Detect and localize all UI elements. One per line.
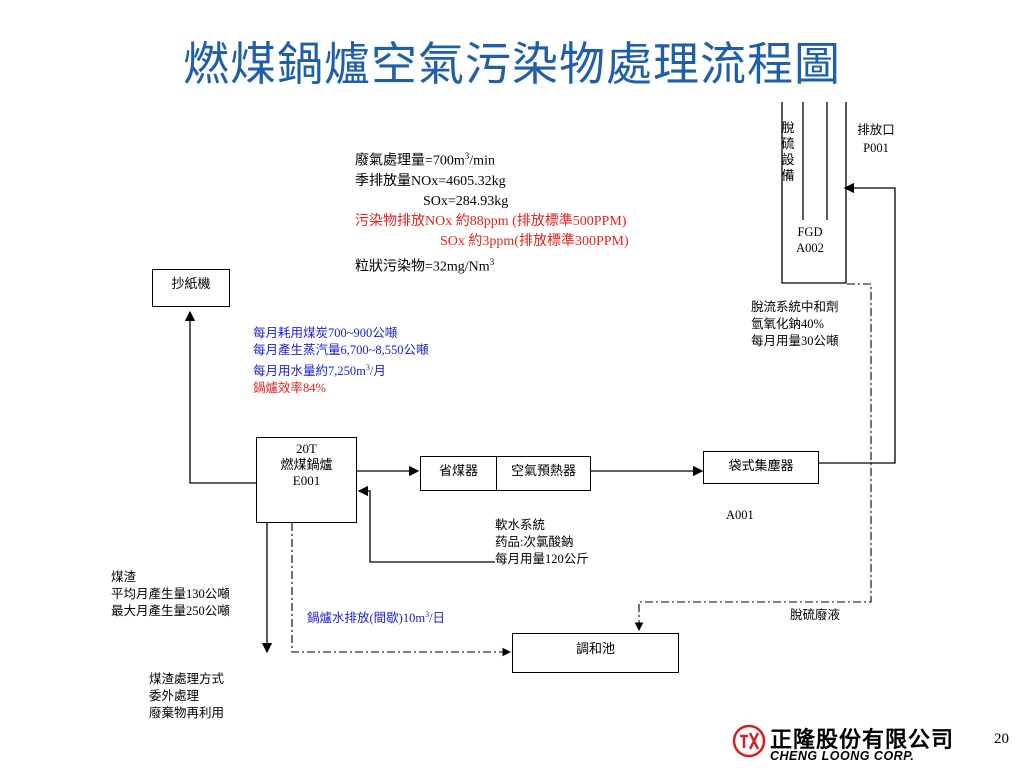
- bag-filter-label: 袋式集塵器: [728, 458, 794, 473]
- air-preheater-label: 空氣預熱器: [510, 463, 576, 478]
- bag-filter-box: 袋式集塵器: [703, 451, 819, 484]
- particulate-emission: 粒狀污染物=32mg/Nm3: [355, 256, 495, 275]
- emission-info: 廢氣處理量=700m3/min 季排放量NOx=4605.32kg SOx=28…: [355, 146, 629, 277]
- blending-tank-label: 調和池: [575, 641, 615, 656]
- fgd-label: FGD A002: [793, 224, 827, 256]
- page-number: 20: [994, 731, 1009, 747]
- slag-treatment: 煤渣處理方式 委外處理 廢棄物再利用: [149, 671, 224, 722]
- coal-usage: 每月耗用煤炭700~900公噸: [253, 326, 398, 340]
- logo-chinese-name: 正隆股份有限公司: [770, 728, 955, 753]
- fgd-vessel: [781, 102, 847, 284]
- slag-treatment-title: 煤渣處理方式: [149, 672, 225, 686]
- company-logo-icon: [732, 724, 766, 758]
- bagfilter-to-fgd-line: [819, 182, 896, 464]
- soft-water-info: 軟水系統 药品:次氯酸鈉 每月用量120公斤: [495, 517, 589, 568]
- fgd-id: A002: [796, 241, 824, 255]
- neutralizer-label: 脫流系統中和劑: [751, 300, 839, 314]
- sox-emission: SOx 約3ppm(排放標準300PPM): [440, 233, 629, 249]
- steam-production: 每月產生蒸汽量6,700~8,550公噸: [253, 343, 429, 357]
- blending-tank-box: 調和池: [512, 633, 679, 673]
- boiler-name: 燃煤鍋爐: [280, 457, 333, 472]
- stack-label: 排放口 P001: [851, 121, 901, 157]
- steam-to-paper-machine-line: [184, 310, 256, 484]
- slag-info: 煤渣 平均月產生量130公噸 最大月產生量250公噸: [111, 569, 230, 620]
- desulfurization-info: 脫流系統中和劑 氫氧化鈉40% 每月用量30公噸: [751, 299, 839, 350]
- page-title: 燃煤鍋爐空氣污染物處理流程圖: [183, 37, 841, 91]
- fgd-waste-line: [634, 283, 872, 632]
- soft-water-chemical: 药品:次氯酸鈉: [495, 535, 574, 549]
- slag-maximum: 最大月產生量250公噸: [111, 604, 230, 618]
- boiler-efficiency: 鍋爐效率84%: [253, 381, 326, 396]
- water-usage: 每月用水量約7,250m3/月: [253, 363, 386, 379]
- slag-average: 平均月產生量130公噸: [111, 587, 230, 601]
- soft-water-system: 軟水系統: [495, 518, 546, 532]
- neutralizer-usage: 每月用量30公噸: [751, 334, 839, 348]
- fgd-name: FGD: [797, 225, 823, 239]
- stack-id: P001: [863, 141, 889, 155]
- boiler-id: E001: [292, 473, 321, 488]
- company-logo: 正隆股份有限公司 CHENG LOONG CORP.: [732, 722, 962, 766]
- paper-machine-label: 抄紙機: [171, 276, 211, 291]
- boiler-drain-label: 鍋爐水排放(間歇)10m3/日: [307, 610, 446, 626]
- boiler-capacity: 20T: [296, 441, 317, 456]
- bag-filter-id: A001: [726, 508, 754, 522]
- paper-machine-box: 抄紙機: [152, 269, 230, 307]
- sox-quarterly: SOx=284.93kg: [423, 193, 509, 209]
- air-preheater-box: 空氣預熱器: [496, 456, 591, 491]
- exhaust-volume: 廢氣處理量=700m3/min: [355, 151, 495, 169]
- slag-label: 煤渣: [111, 570, 137, 584]
- nox-emission: 污染物排放NOx 約88ppm (排放標準500PPM): [355, 213, 627, 229]
- fgd-equipment-label: 脫硫設備: [781, 120, 795, 183]
- desulfurization-waste-label: 脫硫廢液: [790, 608, 841, 622]
- economizer-label: 省煤器: [438, 463, 478, 478]
- boiler-info: 每月耗用煤炭700~900公噸 每月產生蒸汽量6,700~8,550公噸 每月用…: [253, 325, 429, 397]
- slag-treatment-reuse: 廢棄物再利用: [149, 706, 225, 720]
- nox-quarterly: 季排放量NOx=4605.32kg: [355, 173, 506, 189]
- economizer-box: 省煤器: [420, 456, 497, 491]
- slag-treatment-outsource: 委外處理: [149, 689, 200, 703]
- soft-water-usage: 每月用量120公斤: [495, 552, 589, 566]
- neutralizer-concentration: 氫氧化鈉40%: [751, 317, 824, 331]
- boiler-box: 20T 燃煤鍋爐 E001: [256, 437, 357, 523]
- stack-name: 排放口: [857, 123, 895, 137]
- soft-water-to-boiler-line: [357, 485, 495, 563]
- logo-english-name: CHENG LOONG CORP.: [770, 749, 915, 763]
- boiler-drain-line: [291, 523, 512, 657]
